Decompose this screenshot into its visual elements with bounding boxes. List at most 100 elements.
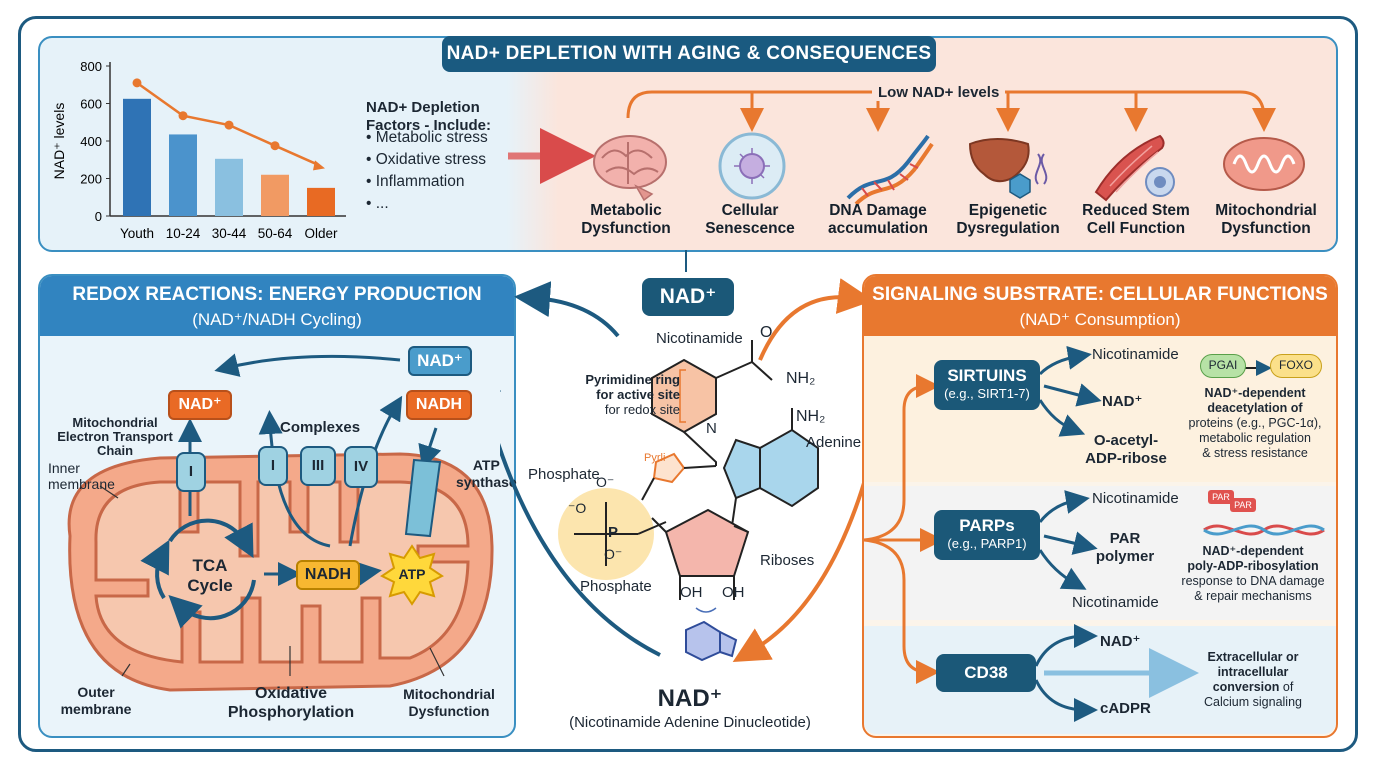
trend-line-end <box>274 144 318 166</box>
phosphate-o-top: O⁻ <box>596 474 615 490</box>
bar <box>215 158 243 216</box>
list-item: Inflammation <box>366 171 488 193</box>
y-tick-label: 200 <box>80 172 102 187</box>
carbonyl-o: O <box>760 324 773 341</box>
y-tick-label: 400 <box>80 134 102 149</box>
foxo-badge: FOXO <box>1270 354 1322 378</box>
sirt-oacetyl: O-acetyl-ADP-ribose <box>1085 432 1167 467</box>
signaling-panel-header: SIGNALING SUBSTRATE: CELLULAR FUNCTIONS … <box>864 276 1336 336</box>
trend-point <box>178 111 188 121</box>
brain-icon <box>593 135 667 202</box>
mitochondrion-diagram <box>67 353 494 692</box>
dna-strand-icon <box>1203 524 1325 536</box>
ring-n: N <box>706 420 717 437</box>
aging-panel-title: NAD+ DEPLETION WITH AGING & CONSEQUENCES <box>442 36 936 72</box>
ribose-oh-left: OH <box>680 584 703 601</box>
nad-name: NAD⁺ <box>657 685 723 712</box>
liver-icon <box>968 138 1048 199</box>
cd38-nad: NAD⁺ <box>1100 633 1141 650</box>
y-tick-label: 800 <box>80 59 102 74</box>
complex-iv: IV <box>344 446 378 488</box>
amide-nh2: NH₂ <box>786 370 816 387</box>
parp-description: NAD⁺-dependent poly-ADP-ribosylation res… <box>1181 544 1325 603</box>
x-tick-label: 30-44 <box>212 226 247 241</box>
pgai-badge: PGAI <box>1200 354 1246 378</box>
redox-subtitle: (NAD⁺/NADH Cycling) <box>192 310 362 329</box>
y-axis-label: NAD⁺ levels <box>51 103 67 180</box>
nad-molecule-structure <box>558 340 819 662</box>
complex-i: I <box>258 446 288 486</box>
consequence-arrows <box>508 90 1305 206</box>
list-item: Metabolic stress <box>366 127 488 149</box>
x-tick-label: 50-64 <box>258 226 293 241</box>
redox-panel-header: REDOX REACTIONS: ENERGY PRODUCTION (NAD⁺… <box>40 276 514 336</box>
atp-burst <box>380 544 444 606</box>
par-tag-1: PAR <box>1208 490 1234 504</box>
trend-point <box>132 78 142 88</box>
par-tag-2: PAR <box>1230 498 1256 512</box>
signaling-subtitle: (NAD⁺ Consumption) <box>1019 310 1181 329</box>
parp-nicotinamide-bottom: Nicotinamide <box>1072 594 1159 611</box>
phosphorus: P <box>608 524 619 541</box>
trend-point <box>224 120 234 130</box>
sirt-nicotinamide: Nicotinamide <box>1092 346 1179 363</box>
phosphate-o-bottom: O⁻ <box>604 546 623 562</box>
trend-arrowhead <box>313 160 325 171</box>
cd38-cadpr: cADPR <box>1100 700 1151 717</box>
sirt-description: NAD⁺-dependent deacetylation of proteins… <box>1188 386 1322 460</box>
x-tick-label: Youth <box>120 226 154 241</box>
signaling-arrows <box>864 345 1325 722</box>
low-nad-label: Low NAD+ levels <box>872 84 1006 101</box>
trend-line <box>136 81 276 147</box>
nadh-box-bottom: NADH <box>296 560 360 590</box>
nad-full-name: (Nicotinamide Adenine Dinucleotide) <box>569 714 811 731</box>
cd38-description: Extracellular or intracellular conversio… <box>1204 650 1302 709</box>
ribose-label: Riboses <box>760 552 815 569</box>
dna-icon <box>846 134 934 206</box>
nadh-box-top: NADH <box>406 390 472 420</box>
complexes-label: Complexes <box>280 419 361 436</box>
pyrimidine-note: Pyrimidine ring for active site for redo… <box>585 372 680 417</box>
x-tick-label: Older <box>304 226 338 241</box>
list-item: Oxidative stress <box>366 149 488 171</box>
phosphate-o-left: ⁻O <box>568 500 587 516</box>
bar <box>169 134 197 216</box>
muscle-icon <box>1094 134 1175 202</box>
complex-iii: III <box>300 446 336 486</box>
adenine-label: Adenine <box>806 434 862 451</box>
parp-nicotinamide-top: Nicotinamide <box>1092 490 1179 507</box>
signaling-title: SIGNALING SUBSTRATE: CELLULAR FUNCTIONS <box>872 284 1328 305</box>
ribose-oh-right: OH <box>722 584 745 601</box>
nad-plus-box-left: NAD⁺ <box>168 390 232 420</box>
cd38-box: CD38 <box>936 654 1036 692</box>
y-tick-label: 0 <box>95 209 102 224</box>
adenine-nh2: NH₂ <box>796 408 826 425</box>
bar <box>123 98 151 216</box>
atp-label: ATP <box>398 566 426 582</box>
outer-frame <box>18 16 1358 752</box>
depletion-factors-list: Metabolic stress Oxidative stress Inflam… <box>366 127 488 215</box>
tca-cycle-arrows <box>140 518 256 629</box>
y-tick-label: 600 <box>80 97 102 112</box>
sirt-nad: NAD⁺ <box>1102 393 1143 410</box>
sirtuins-box: SIRTUINS (e.g., SIRT1-7) <box>934 360 1040 410</box>
cell-icon <box>718 132 786 200</box>
complex-i-left: I <box>176 452 206 492</box>
nad-center-label: NAD⁺ <box>642 278 734 316</box>
phosphate-label-top: Phosphate <box>528 466 600 483</box>
